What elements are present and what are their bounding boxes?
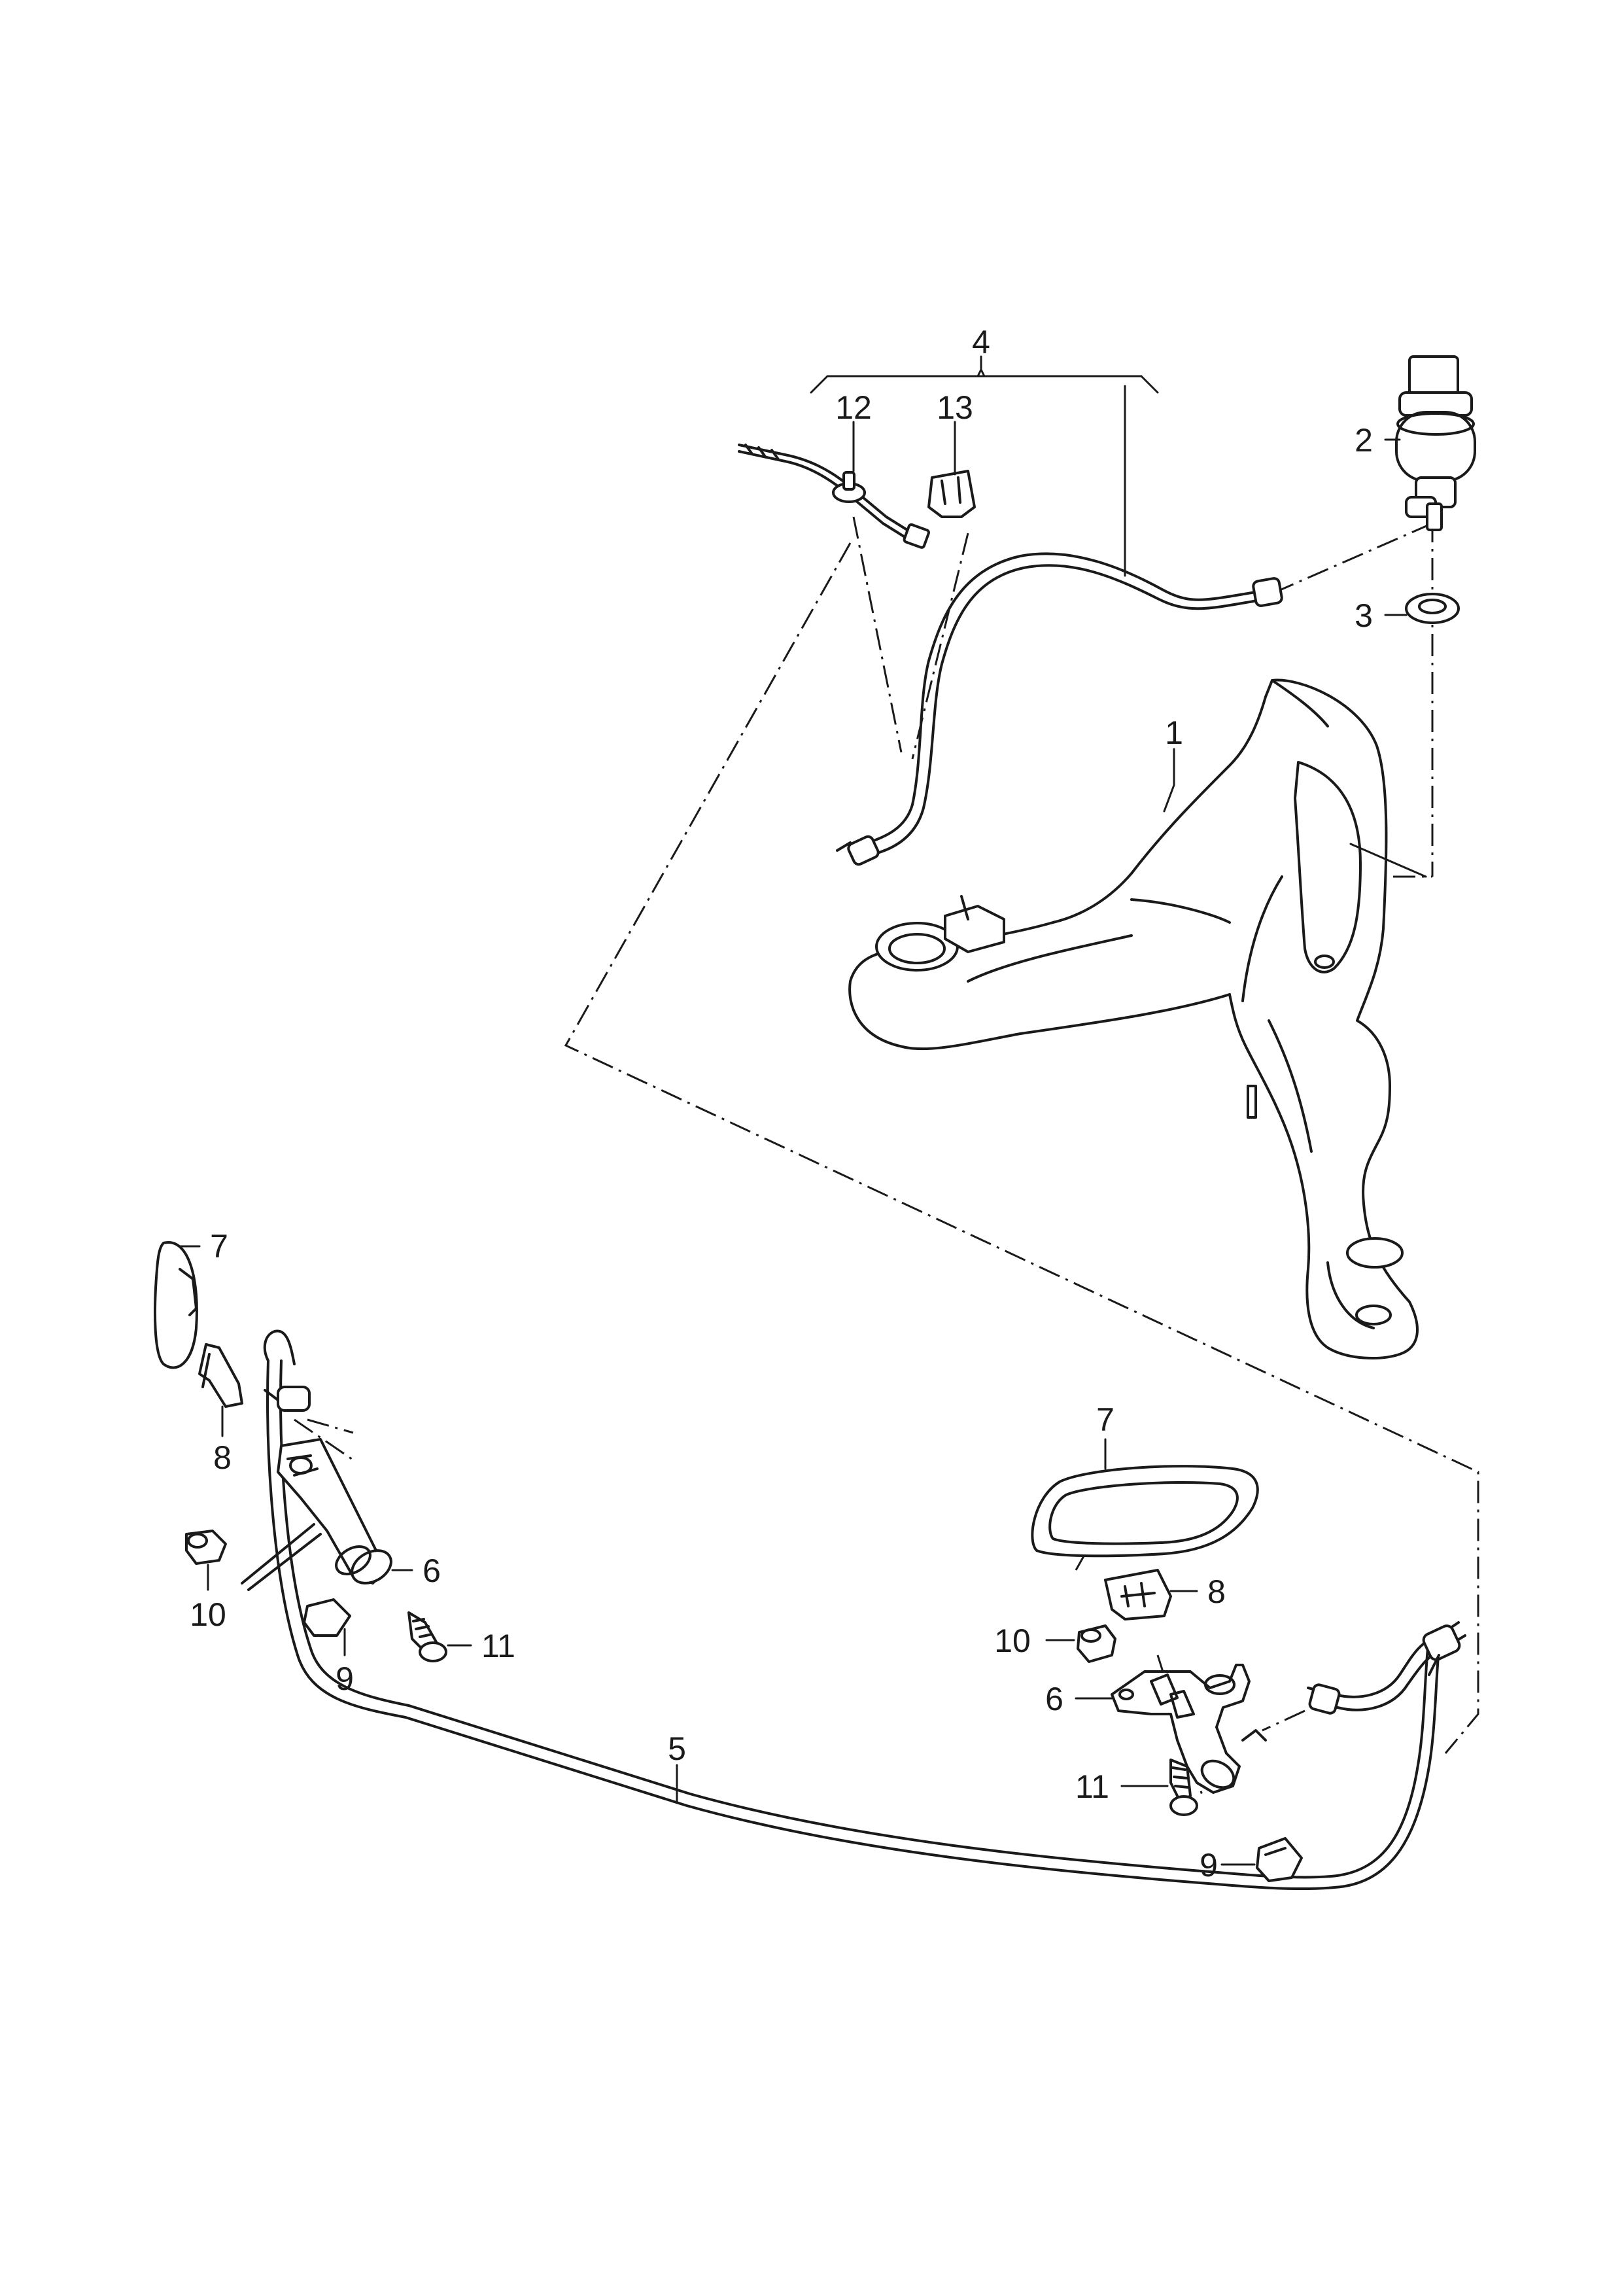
callout-10-left: 10 [190, 1596, 226, 1633]
callout-12: 12 [835, 389, 872, 426]
callout-3: 3 [1355, 597, 1373, 634]
pump-grommet [1405, 593, 1460, 624]
callout-10-right: 10 [994, 1622, 1031, 1659]
callout-9-left: 9 [336, 1660, 354, 1697]
callout-13: 13 [937, 389, 973, 426]
callout-labels: 4 12 13 2 3 1 7 8 6 10 9 11 5 7 8 10 6 1… [190, 324, 1373, 1883]
cable-tie [738, 444, 930, 549]
callout-6-left: 6 [423, 1552, 441, 1589]
washer-pump [1395, 355, 1476, 531]
callout-9-right: 9 [1200, 1847, 1218, 1883]
callout-1: 1 [1165, 714, 1183, 751]
hose-clip [927, 470, 976, 518]
hose-assembly-upper [836, 552, 1283, 866]
callout-2: 2 [1355, 422, 1373, 459]
callout-11-right: 11 [1075, 1768, 1109, 1805]
callout-6-right: 6 [1045, 1681, 1063, 1717]
callout-7-left: 7 [210, 1228, 228, 1265]
leader-lines [179, 355, 1427, 1866]
left-washer-nozzle-assembly [154, 1241, 447, 1662]
right-washer-nozzle-assembly [1031, 1465, 1303, 1882]
callout-8-right: 8 [1207, 1573, 1226, 1610]
callout-4: 4 [972, 324, 990, 360]
callout-5: 5 [668, 1730, 686, 1767]
washer-fluid-reservoir [848, 678, 1419, 1359]
callout-11-left: 11 [481, 1628, 515, 1664]
callout-8-left: 8 [213, 1439, 232, 1476]
washer-hose-lower [263, 1329, 1466, 1891]
callout-7-right: 7 [1096, 1401, 1114, 1438]
